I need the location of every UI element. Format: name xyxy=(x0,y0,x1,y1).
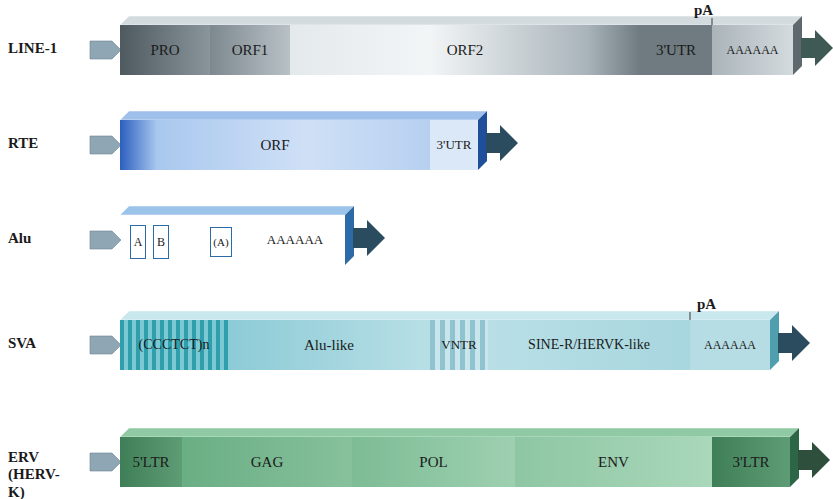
sequence-segment: PRO xyxy=(120,25,210,75)
segment-label: POL xyxy=(419,454,447,471)
sequence-segment: ENV xyxy=(515,437,712,487)
segment-label: AAAAAA xyxy=(704,338,756,353)
right-arrow xyxy=(353,220,385,256)
element-bar: ERV (HERV-K)5'LTRGAGPOLENV3'LTR xyxy=(120,437,790,487)
right-arrow xyxy=(778,325,810,361)
segment-label: ORF2 xyxy=(447,42,484,59)
segment-label: (CCCTCT)n xyxy=(139,337,210,353)
segment-label: GAG xyxy=(251,454,284,471)
segment-label: A xyxy=(134,235,143,250)
sequence-segment: SINE-R/HERVK-like xyxy=(488,320,690,370)
left-arrow xyxy=(90,41,121,59)
bar-side-face xyxy=(345,206,354,265)
segment-label: AAAAAA xyxy=(267,232,323,248)
left-arrow xyxy=(90,136,121,154)
element-name: LINE-1 xyxy=(8,40,88,57)
element-name: ERV (HERV-K) xyxy=(8,449,74,499)
segment-label: VNTR xyxy=(441,337,476,353)
bar-top-face xyxy=(120,311,779,320)
sequence-segment: 3'UTR xyxy=(640,25,712,75)
sequence-segment: Alu-like xyxy=(228,320,430,370)
segment-label: SINE-R/HERVK-like xyxy=(528,337,650,353)
segment-label: ORF1 xyxy=(232,42,269,59)
sequence-segment: 3'LTR xyxy=(712,437,790,487)
element-name: Alu xyxy=(8,230,88,247)
sequence-segment: ORF1 xyxy=(210,25,290,75)
segment-label: ENV xyxy=(598,454,629,471)
sequence-segment: AAAAAA xyxy=(690,320,770,370)
sequence-segment: AAAAAA xyxy=(712,25,793,75)
bar-top-face xyxy=(120,111,487,120)
sequence-segment: 3'UTR xyxy=(430,120,478,170)
segment-label: B xyxy=(157,235,165,250)
sequence-segment: 5'LTR xyxy=(120,437,182,487)
sequence-segment: (CCCTCT)n xyxy=(120,320,228,370)
bar-side-face xyxy=(770,311,779,370)
polya-label: pA xyxy=(697,296,716,313)
left-arrow xyxy=(90,336,121,354)
segment-label: 3'UTR xyxy=(656,42,696,59)
right-arrow xyxy=(801,30,833,66)
element-bar: AluAB(A)AAAAAA xyxy=(120,215,345,265)
element-name: RTE xyxy=(8,135,88,152)
polya-label: pA xyxy=(694,2,713,19)
sequence-segment: ORF2 xyxy=(290,25,640,75)
segment-label: 3'LTR xyxy=(732,454,769,471)
right-arrow xyxy=(798,442,830,478)
bar-side-face xyxy=(790,428,799,487)
sequence-segment: AAAAAA xyxy=(245,215,345,265)
right-arrow xyxy=(486,125,518,161)
sequence-segment: A xyxy=(130,225,146,259)
element-bar: RTEORF3'UTR xyxy=(120,120,478,170)
sequence-segment: GAG xyxy=(182,437,352,487)
element-bar: SVA(CCCTCT)nAlu-likeVNTRSINE-R/HERVK-lik… xyxy=(120,320,770,370)
segment-label: 5'LTR xyxy=(132,454,169,471)
bar-top-face xyxy=(120,428,799,437)
sequence-segment: B xyxy=(153,225,169,259)
sequence-segment: POL xyxy=(352,437,515,487)
bar-side-face xyxy=(793,16,802,75)
segment-label: PRO xyxy=(150,42,179,59)
segment-label: 3'UTR xyxy=(437,137,472,153)
sequence-segment: ORF xyxy=(120,120,430,170)
left-arrow xyxy=(90,453,121,471)
sequence-segment: VNTR xyxy=(430,320,488,370)
segment-label: ORF xyxy=(260,137,289,154)
segment-label: Alu-like xyxy=(304,337,354,354)
element-bar: LINE-1PROORF1ORF23'UTRAAAAAA xyxy=(120,25,793,75)
segment-label: (A) xyxy=(213,236,228,248)
sequence-segment: (A) xyxy=(210,227,232,257)
segment-label: AAAAAA xyxy=(727,43,779,58)
left-arrow xyxy=(90,231,121,249)
element-name: SVA xyxy=(8,335,88,352)
bar-top-face xyxy=(120,206,354,215)
bar-side-face xyxy=(478,111,487,170)
